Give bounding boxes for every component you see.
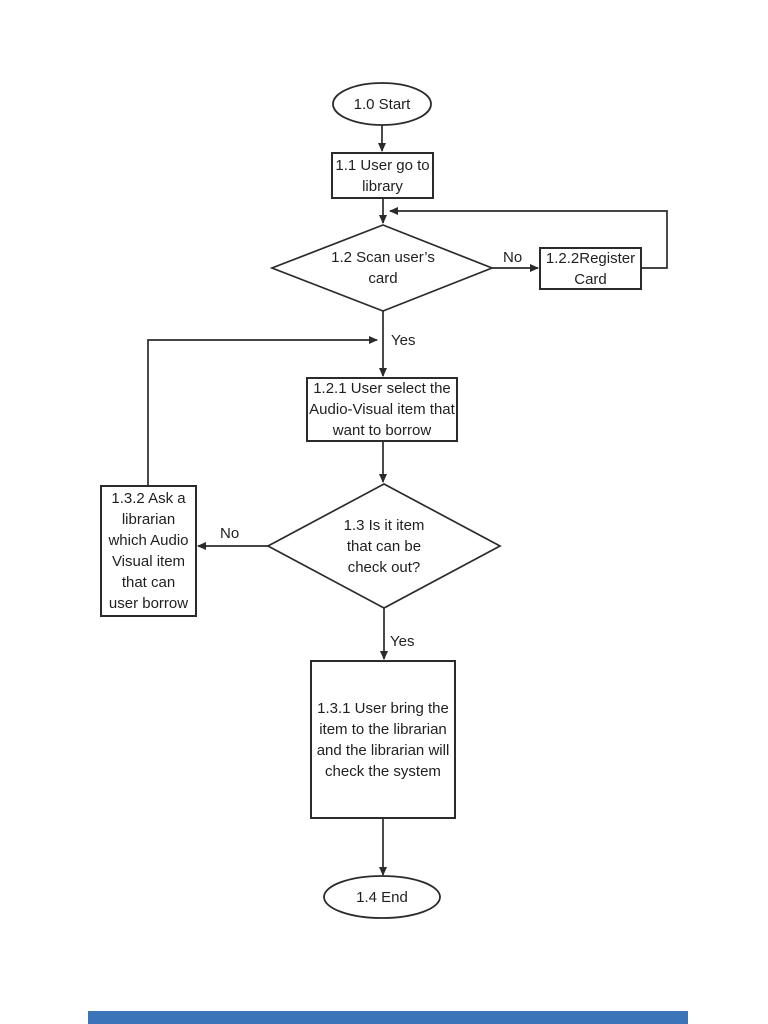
scan-yes-edge-label: Yes [391,332,416,349]
ask-librarian-process-shape [100,485,197,617]
end-terminator-shape [323,875,441,919]
select-item-process-shape [306,377,458,442]
scan-card-decision-shape [269,224,495,312]
register-card-process-shape [539,247,642,290]
check-out-decision-shape [266,483,502,609]
golibrary-node-label: 1.1 User go to library [335,156,430,195]
register-card-node-label: 1.2.2Register Card [545,249,636,288]
connector-register-return-loop [389,207,668,269]
bring-item-process-shape [310,660,456,819]
ask-librarian-node-label: 1.3.2 Ask a librarian which Audio Visual… [108,490,189,612]
check-no-edge-label: No [220,525,240,542]
connector-asklibrarian-return-loop [147,336,378,485]
check-out-node-label: 1.3 Is it item that can be check out? [343,516,425,576]
bring-item-node-label: 1.3.1 User bring the item to the librari… [316,699,450,780]
golibrary-process-shape [331,152,434,199]
check-yes-edge-label: Yes [390,633,415,650]
footer-bar [88,1011,688,1024]
scan-card-node-label: 1.2 Scan user’s card [331,249,435,287]
end-node-label: 1.4 End [356,888,408,906]
select-item-node-label: 1.2.1 User select the Audio-Visual item … [309,380,455,439]
start-terminator-shape [332,82,432,126]
scan-no-edge-label: No [503,249,523,266]
start-node-label: 1.0 Start [353,96,411,113]
